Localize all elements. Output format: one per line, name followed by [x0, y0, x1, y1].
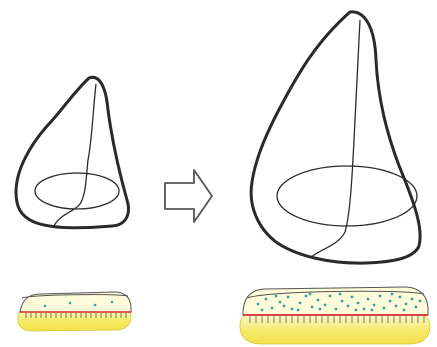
- small-shape-ellipse: [35, 173, 119, 209]
- small-leaf-shape: [16, 77, 128, 227]
- thin-tissue-cross-section: [18, 292, 131, 331]
- thick-tissue-cross-section: [240, 287, 430, 344]
- thick-section-base: [240, 312, 430, 344]
- large-leaf-shape: [251, 12, 420, 263]
- large-shape-ellipse: [277, 166, 417, 226]
- small-shape-midline: [54, 84, 96, 226]
- large-shape-midline: [310, 20, 360, 258]
- small-shape-outline: [16, 77, 128, 227]
- thin-section-ticks: [26, 313, 126, 318]
- right-arrow-icon: [165, 170, 212, 222]
